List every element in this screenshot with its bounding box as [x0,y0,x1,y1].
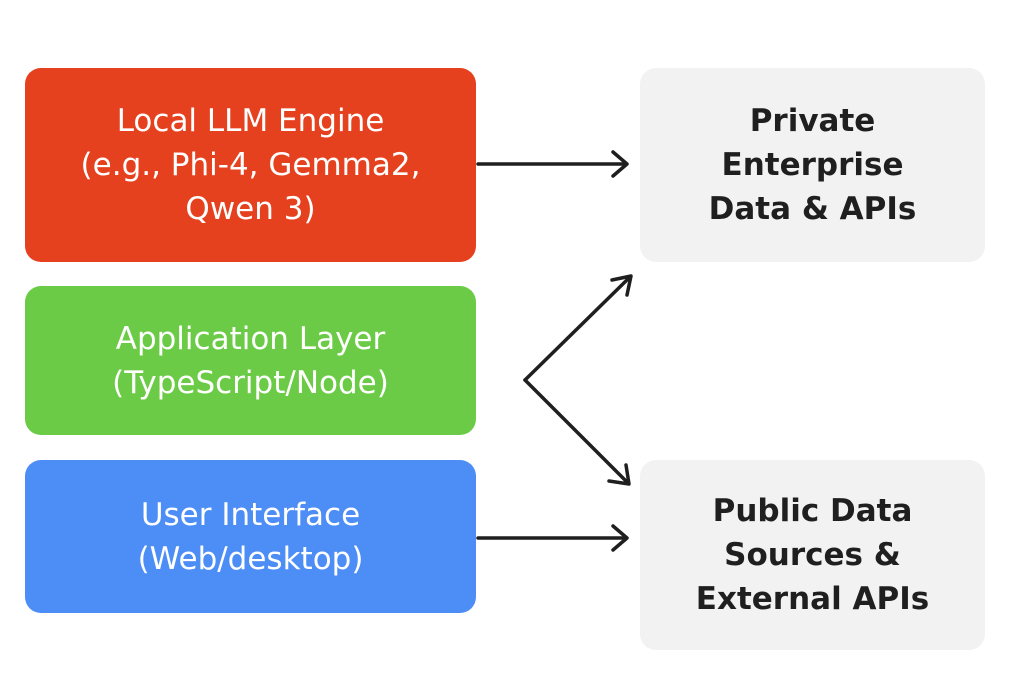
arrow-app-to-private-head [610,274,633,297]
private-data-line-2: Enterprise [721,147,904,183]
arrow-app-to-public [523,378,630,485]
llm-engine-line-3: Qwen 3) [185,191,316,227]
user-interface-line-2: (Web/desktop) [137,540,364,577]
arrow-app-to-private [523,275,632,382]
private-data-line-1: Private [749,103,876,139]
public-data-box: Public Data Sources & External APIs [640,460,985,650]
private-data-line-3: Data & APIs [708,191,917,227]
application-layer-box: Application Layer (TypeScript/Node) [25,286,476,435]
user-interface-box: User Interface (Web/desktop) [25,460,476,613]
llm-engine-box: Local LLM Engine (e.g., Phi-4, Gemma2, Q… [25,68,476,262]
application-layer-line-1: Application Layer [115,320,386,357]
llm-engine-line-2: (e.g., Phi-4, Gemma2, [80,147,421,183]
arrow-app-to-public-head [607,463,631,486]
public-data-line-3: External APIs [695,581,930,617]
arrow-llm-to-private-head [611,150,629,178]
llm-engine-line-1: Local LLM Engine [116,103,385,139]
private-data-box: Private Enterprise Data & APIs [640,68,985,262]
application-layer-line-2: (TypeScript/Node) [112,364,389,401]
public-data-line-2: Sources & [724,537,901,573]
user-interface-line-1: User Interface [140,496,361,533]
arrow-ui-to-public-head [611,524,629,552]
public-data-line-1: Public Data [712,493,913,529]
